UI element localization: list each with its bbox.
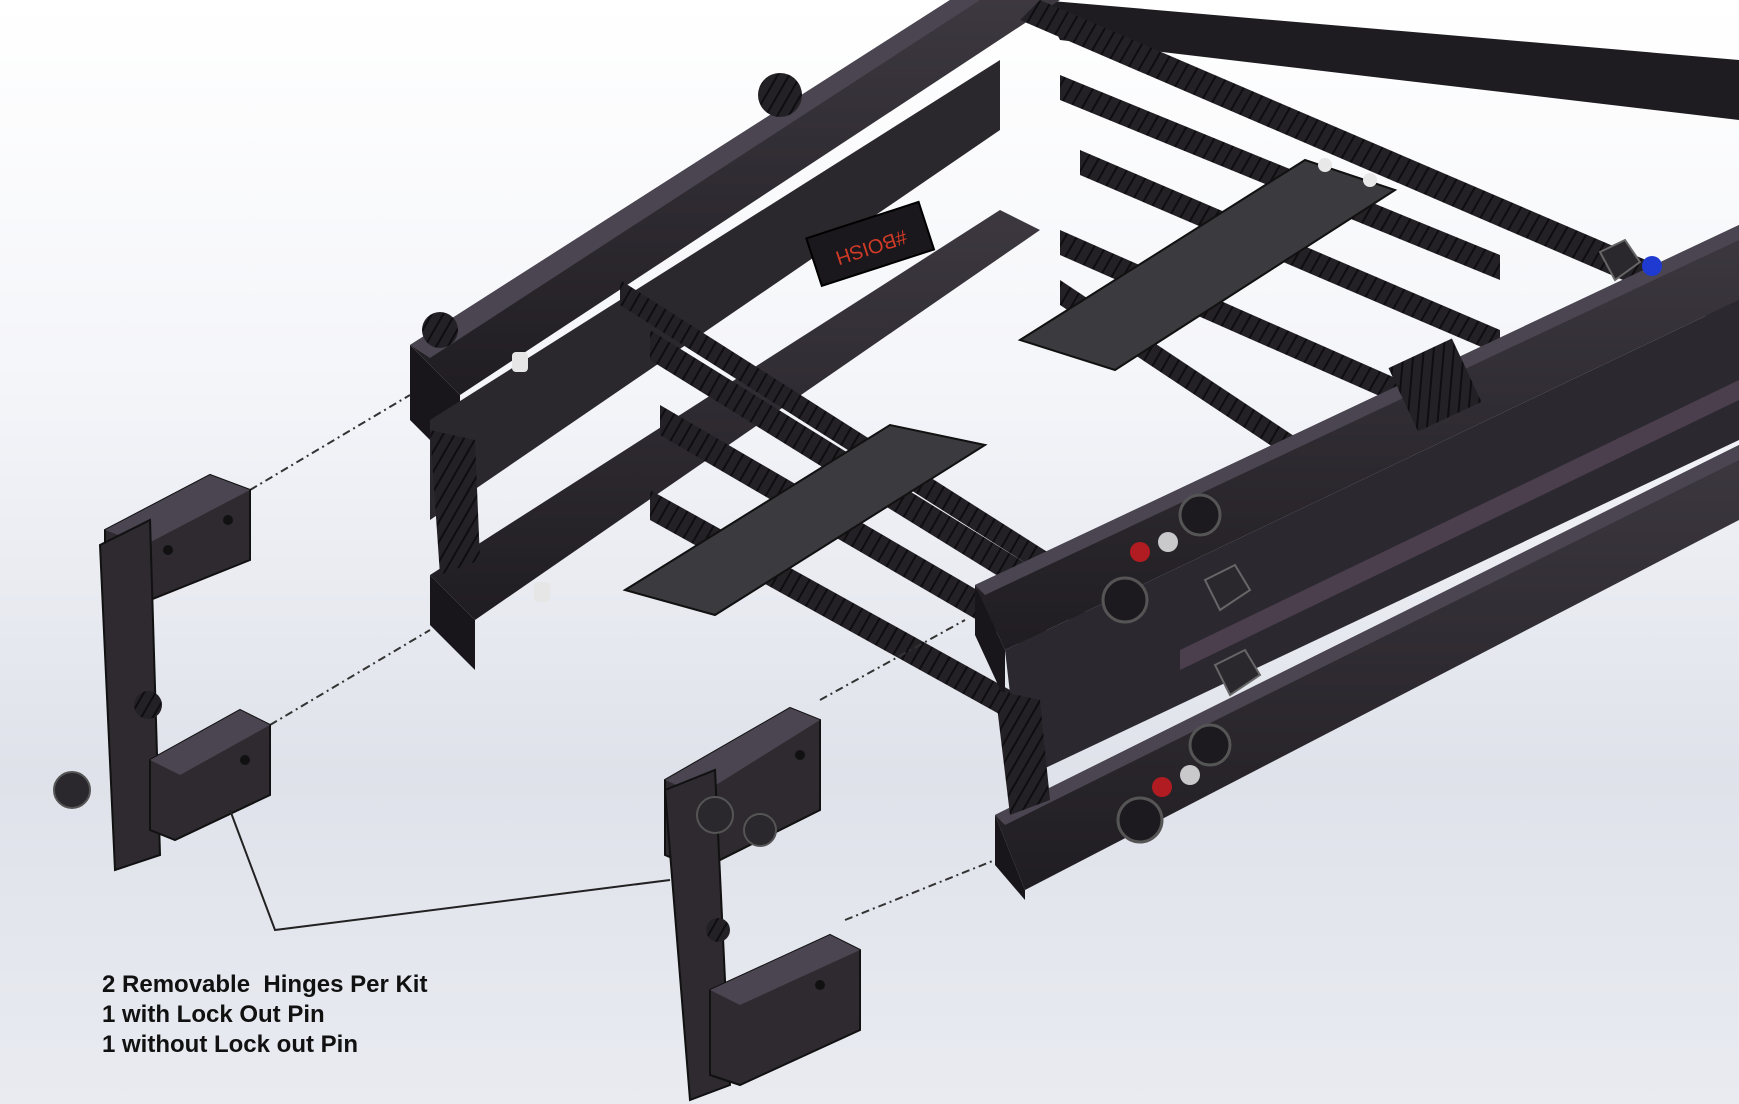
- blue-lock-button: [1642, 256, 1662, 276]
- red-lock-button: [1152, 777, 1172, 797]
- lock-knob: [1178, 493, 1222, 537]
- leader-line: [229, 809, 671, 932]
- hinge-knob: [134, 691, 162, 719]
- lock-knob: [1188, 723, 1232, 767]
- lower-side-beam: [430, 210, 1040, 620]
- lower-side-beam-face: [430, 575, 475, 670]
- right-lower-beam-top: [995, 445, 1739, 825]
- note-line-without-pin: 1 without Lock out Pin: [102, 1031, 358, 1058]
- wing-knob: [1598, 238, 1642, 282]
- white-pin: [512, 352, 528, 372]
- hinge-lower-arm-top: [710, 935, 860, 1005]
- hinge-bolt-hole: [240, 755, 250, 765]
- callout-leader: [229, 809, 671, 932]
- alignment-line: [249, 394, 411, 491]
- wing-knob: [1213, 648, 1262, 697]
- note-line-kit-count: 2 Removable Hinges Per Kit: [102, 971, 428, 998]
- silver-pin: [1158, 532, 1178, 552]
- silver-pin: [1180, 765, 1200, 785]
- hinge-bolt-hole: [815, 980, 825, 990]
- hinge-spine: [98, 518, 162, 872]
- wing-knob: [1203, 563, 1252, 612]
- far-rail: [1040, 0, 1739, 120]
- hinge-bolt-hole: [795, 750, 805, 760]
- rung: [1020, 0, 1739, 330]
- lock-knob: [1101, 576, 1149, 624]
- hinge-bolt-hole: [163, 545, 173, 555]
- hinge-lower-arm-top: [150, 710, 270, 775]
- upper-side-beam-top: [410, 0, 980, 358]
- hinge-knob: [743, 813, 777, 847]
- hinge-knob: [53, 771, 91, 809]
- hinge-knob: [706, 918, 730, 942]
- note-line-with-pin: 1 with Lock Out Pin: [102, 1001, 325, 1028]
- left-knob: [422, 312, 458, 348]
- removable-hinge-left: [53, 473, 271, 872]
- removable-hinge-center: [663, 706, 861, 1102]
- right-lower-beam-face: [995, 815, 1025, 900]
- lock-knob: [1116, 796, 1164, 844]
- plate-screw: [1318, 158, 1332, 172]
- red-lock-button: [1130, 542, 1150, 562]
- alignment-line: [844, 859, 996, 921]
- right-track-rail: [1180, 380, 1739, 670]
- hinge-kit-note: 2 Removable Hinges Per Kit 1 with Lock O…: [102, 970, 427, 1060]
- center-strip-plate: [1017, 158, 1398, 372]
- right-upper-beam-top: [975, 225, 1739, 595]
- white-pin: [534, 582, 550, 602]
- left-web-panel: [430, 60, 1000, 520]
- hinge-knob: [696, 796, 734, 834]
- left-knob: [758, 73, 802, 117]
- alignment-lines: [249, 394, 996, 921]
- right-ribbed-knuckle: [995, 690, 1050, 815]
- ladder-frame-assembly: #BOISH: [410, 0, 1739, 900]
- rung: [620, 280, 1060, 585]
- alignment-line: [269, 629, 431, 726]
- alignment-line: [819, 619, 966, 701]
- left-ribbed-knuckle: [430, 430, 480, 575]
- brand-name-plate: #BOISH: [805, 200, 936, 288]
- ribbed-block: [1388, 338, 1482, 432]
- hinge-upper-arm-top: [665, 708, 820, 795]
- center-strip-plate: [622, 423, 988, 617]
- right-upper-beam-face: [975, 585, 1005, 700]
- plate-screw: [1363, 173, 1377, 187]
- hinge-bolt-hole: [223, 515, 233, 525]
- upper-side-beam: [410, 0, 1060, 395]
